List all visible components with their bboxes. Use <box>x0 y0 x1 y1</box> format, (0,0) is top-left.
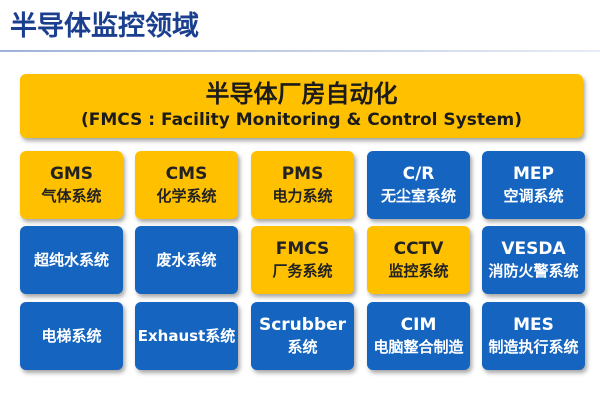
banner-title: 半导体厂房自动化 <box>205 80 398 108</box>
cell-label: 制造执行系统 <box>488 338 579 356</box>
banner-subtitle: (FMCS : Facility Monitoring & Control Sy… <box>81 110 522 130</box>
cell-cim: CIM 电脑整合制造 <box>367 302 470 370</box>
cell-label: 化学系统 <box>156 187 217 205</box>
cell-title: VESDA <box>501 239 566 259</box>
cell-pms: PMS 电力系统 <box>251 151 354 219</box>
cell-title: CCTV <box>393 239 444 259</box>
cell-fmcs: FMCS 厂务系统 <box>251 226 354 294</box>
cell-gms: GMS 气体系统 <box>20 151 123 219</box>
cell-label: 空调系统 <box>503 187 564 205</box>
cell-title: PMS <box>281 164 324 184</box>
cell-elevator: 电梯系统 <box>20 302 123 370</box>
cell-wastewater: 废水系统 <box>135 226 238 294</box>
cell-title: GMS <box>49 164 94 184</box>
fmcs-banner: 半导体厂房自动化 (FMCS : Facility Monitoring & C… <box>20 74 583 138</box>
cell-cms: CMS 化学系统 <box>135 151 238 219</box>
cell-label: 无尘室系统 <box>380 187 456 205</box>
cell-label: 超纯水系统 <box>33 251 109 269</box>
cell-cr: C/R 无尘室系统 <box>367 151 470 219</box>
cell-title: CMS <box>165 164 208 184</box>
cell-mep: MEP 空调系统 <box>482 151 585 219</box>
cell-scrubber: Scrubber 系统 <box>251 302 354 370</box>
page-title: 半导体监控领域 <box>10 11 199 42</box>
cell-label: 系统 <box>287 338 318 356</box>
cell-label: Exhaust系统 <box>137 327 236 345</box>
cell-label: 电力系统 <box>272 187 333 205</box>
cell-mes: MES 制造执行系统 <box>482 302 585 370</box>
cell-title: MEP <box>513 164 554 184</box>
cell-title: FMCS <box>275 239 330 259</box>
cell-label: 电梯系统 <box>41 327 102 345</box>
cell-title: CIM <box>400 315 437 335</box>
cell-ultrapure-water: 超纯水系统 <box>20 226 123 294</box>
cell-label: 电脑整合制造 <box>373 338 464 356</box>
cell-cctv: CCTV 监控系统 <box>367 226 470 294</box>
cell-label: 气体系统 <box>41 187 102 205</box>
cell-exhaust: Exhaust系统 <box>135 302 238 370</box>
title-divider <box>0 50 600 52</box>
cell-label: 消防火警系统 <box>488 262 579 280</box>
cell-title: MES <box>513 315 554 335</box>
cell-title: C/R <box>402 164 435 184</box>
cell-label: 厂务系统 <box>272 262 333 280</box>
cell-vesda: VESDA 消防火警系统 <box>482 226 585 294</box>
cell-title: Scrubber <box>258 315 347 335</box>
cell-label: 监控系统 <box>388 262 449 280</box>
cell-label: 废水系统 <box>156 251 217 269</box>
